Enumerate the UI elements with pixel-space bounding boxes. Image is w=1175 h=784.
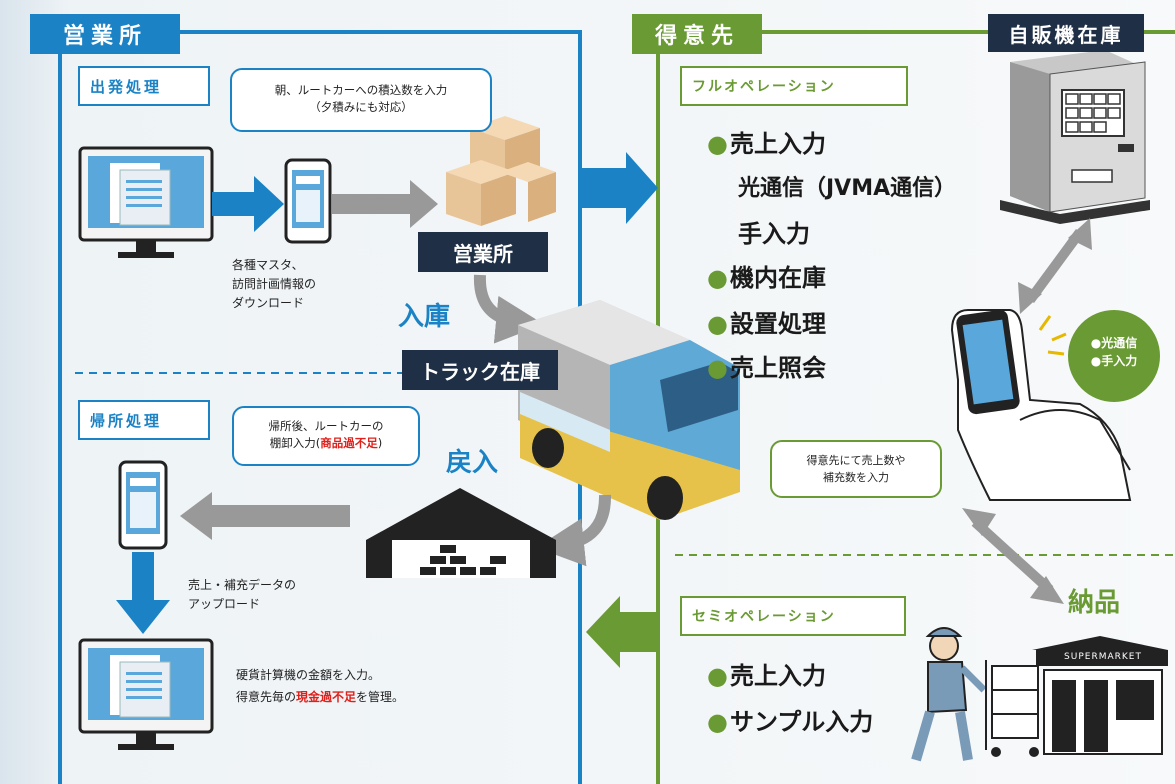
smartphone-icon-bottom xyxy=(118,460,168,550)
tag-departure: 出発処理 xyxy=(78,66,210,106)
download-text: 各種マスタ、 訪問計画情報の ダウンロード xyxy=(232,256,316,313)
arrow-customer-to-office xyxy=(586,596,656,668)
download-line1: 各種マスタ、 xyxy=(232,258,304,272)
header-customer: 得意先 xyxy=(632,14,762,54)
bubble-return-line2-post: ) xyxy=(377,436,383,450)
in-stock-label: 入庫 xyxy=(398,302,451,332)
cash-shortage-text: 現金過不足 xyxy=(296,690,357,704)
tag-semi-operation: セミオペレーション xyxy=(680,596,906,636)
supermarket-icon xyxy=(1032,636,1168,755)
bubble-return-line1: 帰所後、ルートカーの xyxy=(268,419,384,433)
full-op-item-manual: 手入力 xyxy=(738,220,810,248)
arrow-to-warehouse xyxy=(536,494,612,567)
return-in-label: 戻入 xyxy=(446,448,499,478)
download-line2: 訪問計画情報の xyxy=(232,277,317,291)
smartphone-icon-top xyxy=(284,158,332,244)
upload-line1: 売上・補充データの xyxy=(188,578,297,592)
computer-icon-top xyxy=(78,146,214,258)
full-op-item-inquiry: 売上照会 xyxy=(707,348,826,383)
arrow-to-boxes xyxy=(332,180,438,228)
arrow-office-to-customer xyxy=(582,152,658,224)
warehouse-icon xyxy=(366,488,556,578)
bubble-departure-line2: （夕積みにも対応） xyxy=(309,100,413,114)
phone-badge-line2: ●手入力 xyxy=(1090,354,1138,368)
semi-op-item-sample: サンプル入力 xyxy=(707,702,873,737)
full-op-item-inner-stock: 機内在庫 xyxy=(707,258,826,293)
delivery-label: 納品 xyxy=(1068,588,1121,618)
arrow-vending-phone xyxy=(1018,218,1092,314)
bubble-return-line2: 棚卸入力(商品過不足) xyxy=(234,435,418,452)
full-op-item-sales: 売上入力 xyxy=(707,124,826,159)
shortage-text: 商品過不足 xyxy=(320,436,378,450)
bubble-return-line2-pre: 棚卸入力( xyxy=(269,436,321,450)
cash-line2-post: を管理。 xyxy=(356,690,405,704)
semi-op-item-sales: 売上入力 xyxy=(707,656,826,691)
bubble-customer-input-line2: 補充数を入力 xyxy=(823,471,889,484)
cash-line2-pre: 得意先毎の xyxy=(236,690,297,704)
bubble-departure-line1: 朝、ルートカーへの積込数を入力 xyxy=(274,83,448,97)
phone-badge: ●光通信 ●手入力 xyxy=(1072,334,1156,370)
arrow-to-return-phone xyxy=(180,492,350,540)
bubble-return: 帰所後、ルートカーの 棚卸入力(商品過不足) xyxy=(232,406,420,466)
download-line3: ダウンロード xyxy=(232,296,305,310)
truck-stock-label: トラック在庫 xyxy=(402,350,558,390)
vending-machine-icon xyxy=(1000,50,1150,224)
arrow-to-computer xyxy=(116,552,170,634)
office-stock-label: 営業所 xyxy=(418,232,548,272)
delivery-worker-icon xyxy=(911,627,1039,762)
full-op-item-install: 設置処理 xyxy=(707,304,826,339)
tag-full-operation: フルオペレーション xyxy=(680,66,908,106)
bubble-departure: 朝、ルートカーへの積込数を入力 （夕積みにも対応） xyxy=(230,68,492,132)
bubble-customer-input: 得意先にて売上数や 補充数を入力 xyxy=(770,440,942,498)
arrow-to-truck xyxy=(473,274,544,344)
tag-return: 帰所処理 xyxy=(78,400,210,440)
header-vending-stock: 自販機在庫 xyxy=(988,14,1144,52)
arrow-phone-store xyxy=(962,508,1064,604)
cardboard-boxes-icon xyxy=(446,116,556,226)
bubble-customer-input-line1: 得意先にて売上数や xyxy=(806,454,906,467)
arrow-to-phone xyxy=(212,176,284,232)
phone-badge-line1: ●光通信 xyxy=(1090,336,1138,350)
upload-line2: アップロード xyxy=(188,597,261,611)
upload-text: 売上・補充データの アップロード xyxy=(188,576,296,614)
header-office: 営業所 xyxy=(30,14,180,54)
cash-line2: 得意先毎の現金過不足を管理。 xyxy=(236,686,404,708)
full-op-item-optical: 光通信（JVMA通信） xyxy=(738,176,957,201)
hand-phone-icon xyxy=(950,309,1160,501)
cash-line1: 硬貨計算機の金額を入力。 xyxy=(236,668,381,682)
supermarket-sign: SUPERMARKET xyxy=(1064,652,1142,662)
cash-text: 硬貨計算機の金額を入力。 得意先毎の現金過不足を管理。 xyxy=(236,664,404,708)
computer-icon-bottom xyxy=(78,638,214,750)
